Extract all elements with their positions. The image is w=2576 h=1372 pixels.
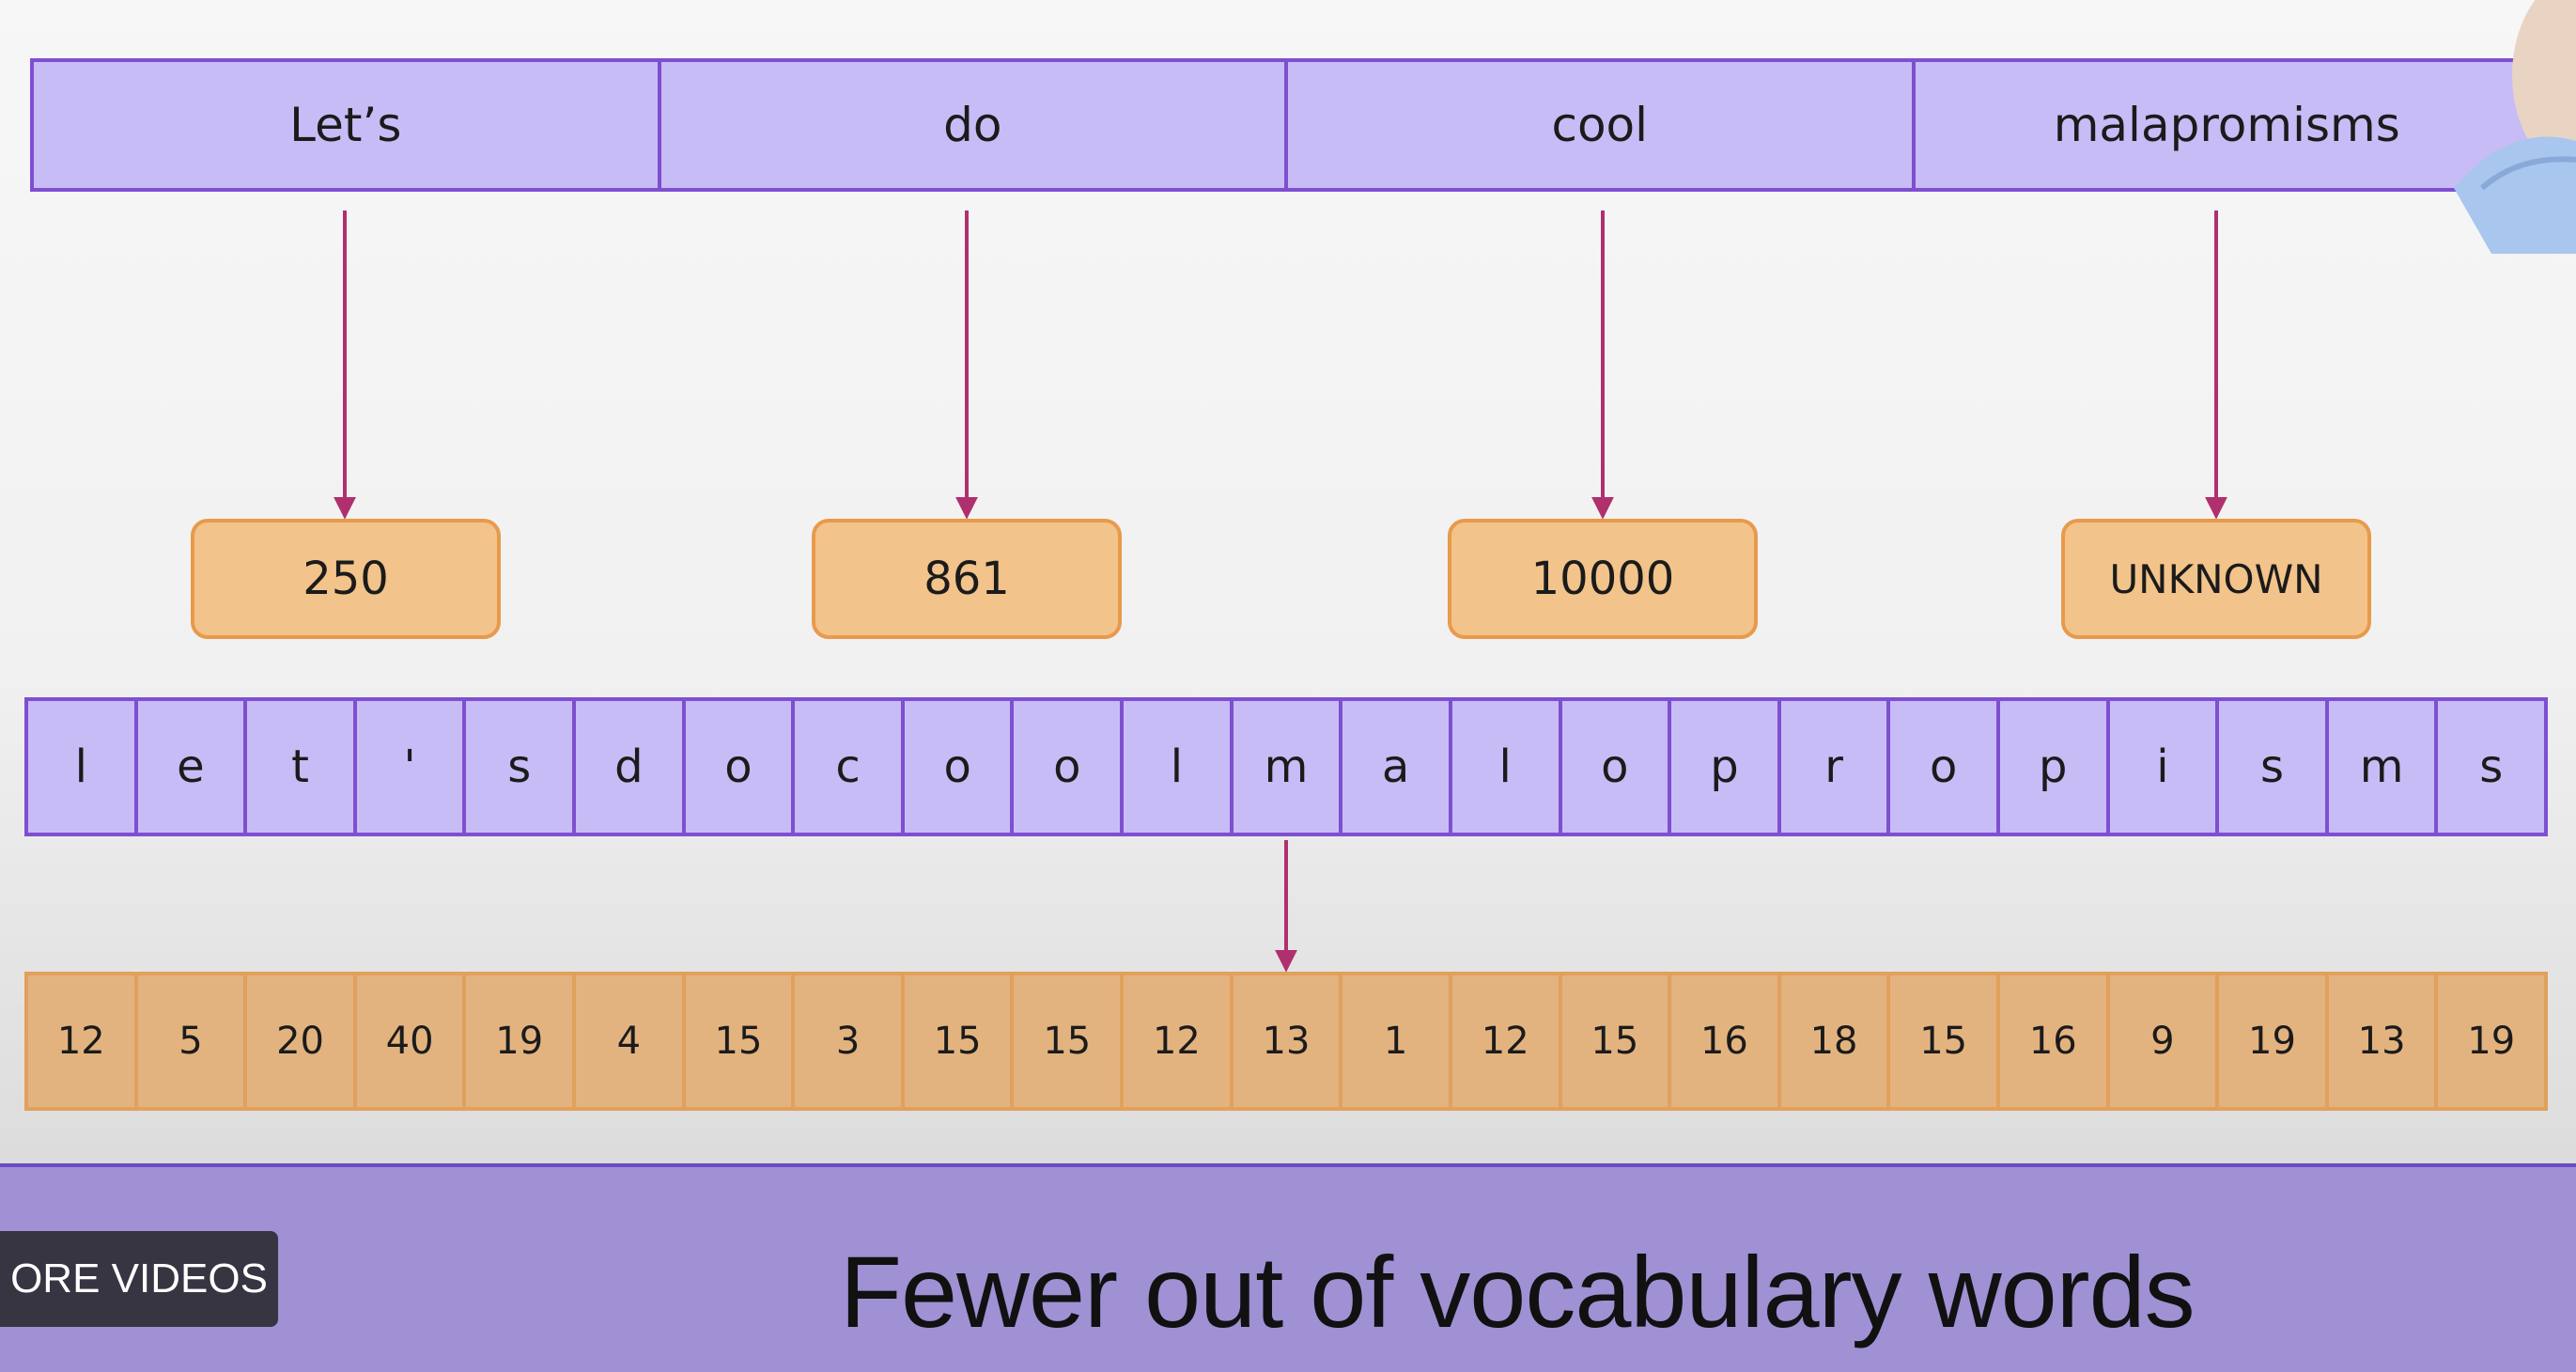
code-cell: 13 bbox=[2324, 972, 2439, 1111]
caption-band bbox=[0, 1163, 2576, 1372]
code-cell: 15 bbox=[681, 972, 796, 1111]
token-box: 861 bbox=[812, 519, 1122, 639]
code-cell: 16 bbox=[1995, 972, 2110, 1111]
code-cell: 12 bbox=[1448, 972, 1562, 1111]
code-cell: 19 bbox=[2434, 972, 2549, 1111]
word-cell: malapromisms bbox=[1911, 58, 2542, 192]
char-cell: m bbox=[2324, 697, 2439, 836]
code-cell: 18 bbox=[1777, 972, 1891, 1111]
code-cell: 12 bbox=[24, 972, 138, 1111]
char-cell: m bbox=[1229, 697, 1343, 836]
code-cell: 5 bbox=[133, 972, 248, 1111]
char-cell: s bbox=[2215, 697, 2329, 836]
code-cell: 19 bbox=[2215, 972, 2329, 1111]
code-cell: 15 bbox=[1558, 972, 1672, 1111]
char-cell: l bbox=[24, 697, 138, 836]
char-cell: r bbox=[1777, 697, 1891, 836]
char-cell: d bbox=[572, 697, 686, 836]
presenter-thumbnail bbox=[2426, 0, 2576, 254]
word-cell: do bbox=[657, 58, 1288, 192]
char-cell: o bbox=[1886, 697, 2000, 836]
slide-caption: Fewer out of vocabulary words bbox=[840, 1235, 2196, 1349]
char-cell: o bbox=[681, 697, 796, 836]
code-cell: 4 bbox=[572, 972, 686, 1111]
char-cell: p bbox=[1668, 697, 1781, 836]
word-cell: cool bbox=[1284, 58, 1916, 192]
code-cell: 40 bbox=[352, 972, 467, 1111]
char-cell: c bbox=[791, 697, 905, 836]
code-cell: 20 bbox=[243, 972, 357, 1111]
char-cell: s bbox=[462, 697, 577, 836]
token-box: 250 bbox=[191, 519, 501, 639]
code-cell: 3 bbox=[791, 972, 905, 1111]
char-cell: p bbox=[1995, 697, 2110, 836]
char-cell: i bbox=[2105, 697, 2220, 836]
code-cell: 15 bbox=[900, 972, 1015, 1111]
char-cell: l bbox=[1120, 697, 1234, 836]
char-cell: l bbox=[1448, 697, 1562, 836]
char-cell: a bbox=[1339, 697, 1452, 836]
token-box-unknown: UNKNOWN bbox=[2061, 519, 2371, 639]
char-cell: o bbox=[1558, 697, 1672, 836]
word-row: Let’s do cool malapromisms bbox=[30, 58, 2542, 192]
code-cell: 15 bbox=[1886, 972, 2000, 1111]
char-cell: ' bbox=[352, 697, 467, 836]
char-cell: t bbox=[243, 697, 357, 836]
word-cell: Let’s bbox=[30, 58, 661, 192]
char-cell: e bbox=[133, 697, 248, 836]
code-cell: 19 bbox=[462, 972, 577, 1111]
char-cell: o bbox=[1010, 697, 1125, 836]
more-videos-button[interactable]: ORE VIDEOS bbox=[0, 1231, 278, 1327]
code-cell: 16 bbox=[1668, 972, 1781, 1111]
token-box: 10000 bbox=[1448, 519, 1758, 639]
code-cell: 9 bbox=[2105, 972, 2220, 1111]
code-cell: 1 bbox=[1339, 972, 1452, 1111]
char-cell: s bbox=[2434, 697, 2549, 836]
code-cell: 15 bbox=[1010, 972, 1125, 1111]
code-cell: 12 bbox=[1120, 972, 1234, 1111]
char-cell: o bbox=[900, 697, 1015, 836]
code-cell: 13 bbox=[1229, 972, 1343, 1111]
